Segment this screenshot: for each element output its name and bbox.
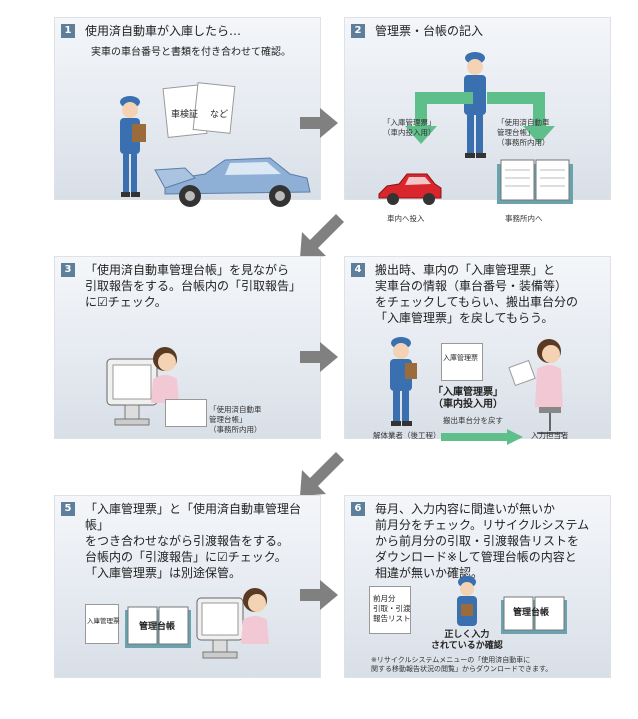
- worker-icon: [464, 52, 486, 158]
- check-caption: 正しく入力 されているか確認: [431, 630, 503, 651]
- step-text: 実車の車台番号と書類を付き合わせて確認。: [91, 47, 291, 58]
- flow-arrow-right-icon: [300, 342, 338, 372]
- step-number: 4: [351, 263, 365, 277]
- green-arrow-left: [405, 92, 473, 144]
- nyuko-form-doc-label: 入庫管理票: [443, 354, 478, 362]
- step-4-panel: 4 搬出時、車内の「入庫管理票」と 実車台の情報（車台番号・装備等） をチェック…: [344, 256, 611, 445]
- step-number: 3: [61, 263, 75, 277]
- return-label: 搬出車台分を戻す: [443, 416, 503, 425]
- ledger-book-icon: [501, 596, 567, 634]
- step-number: 1: [61, 24, 75, 38]
- flow-arrow-diagonal-icon: [300, 452, 344, 496]
- step-title: 「入庫管理票」と「使用済自動車管理台帳」 をつき合わせながら引渡報告をする。 台…: [85, 502, 302, 580]
- worker-icon: [457, 576, 477, 626]
- office-staff-icon: [535, 339, 563, 434]
- download-note: ※リサイクルシステムメニューの「使用済自動車に 関する移動報告状況の閲覧」からダ…: [371, 656, 553, 673]
- report-list-label: 前月分 引取・引渡 報告リスト: [373, 594, 411, 623]
- green-return-arrow-icon: [441, 429, 523, 445]
- ledger-book-label: 管理台帳: [139, 622, 176, 632]
- step-number: 5: [61, 502, 75, 516]
- nyuko-form-sheet: [441, 343, 483, 381]
- ledger-label: 「使用済自動車 管理台帳」 （事務所内用）: [497, 118, 550, 147]
- step-title: 搬出時、車内の「入庫管理票」と 実車台の情報（車台番号・装備等） をチェックして…: [375, 263, 579, 325]
- step-number: 6: [351, 502, 365, 516]
- step-1-panel: 1 使用済自動車が入庫したら… 実車の車台番号と書類を付き合わせて確認。 車検証…: [54, 17, 321, 207]
- step-title: 「使用済自動車管理台帳」を見ながら 引取報告をする。台帳内の「引取報告」 に☑チ…: [85, 263, 302, 309]
- flow-arrow-diagonal-icon: [300, 214, 344, 258]
- step-title: 毎月、入力内容に間違いが無いか 前月分をチェック。リサイクルシステム から前月分…: [375, 502, 590, 580]
- flow-arrow-right-icon: [300, 108, 338, 138]
- worker-holding-clipboard-icon: [390, 337, 417, 426]
- staff-label: 入力担当者: [531, 431, 569, 440]
- step-title: 使用済自動車が入庫したら…: [85, 24, 242, 38]
- nyuko-form-label: 「入庫管理票」 （車内投入用）: [383, 118, 436, 137]
- report-list-sheet: [369, 586, 411, 634]
- red-car-icon: [378, 173, 442, 205]
- nyuko-form-caption: 「入庫管理票」 （車内投入用）: [433, 387, 503, 410]
- worker-label: 解体業者（後工程）: [373, 431, 441, 440]
- shaken-label: 車検証: [171, 110, 199, 120]
- step-number: 2: [351, 24, 365, 38]
- ledger-book-label: 管理台帳: [513, 608, 550, 618]
- ledger-label: 「使用済自動車 管理台帳」 （事務所内用）: [209, 405, 262, 434]
- computer-monitor-icon: [106, 358, 158, 426]
- worker-holding-clipboard-icon: [120, 96, 146, 197]
- office-staff-icon: [151, 347, 179, 403]
- document-sheet: [192, 82, 236, 134]
- computer-monitor-icon: [196, 597, 244, 659]
- step-title: 管理票・台帳の記入: [375, 24, 484, 38]
- green-arrow-right: [487, 92, 555, 144]
- step-6-panel: 6 毎月、入力内容に間違いが無いか 前月分をチェック。リサイクルシステム から前…: [344, 495, 611, 678]
- step-3-panel: 3 「使用済自動車管理台帳」を見ながら 引取報告をする。台帳内の「引取報告」 に…: [54, 256, 321, 439]
- etc-label: など: [210, 110, 229, 120]
- office-staff-icon: [241, 588, 269, 644]
- ledger-book-icon: [125, 606, 191, 648]
- step-5-panel: 5 「入庫管理票」と「使用済自動車管理台帳」 をつき合わせながら引渡報告をする。…: [54, 495, 321, 678]
- into-car-label: 車内へ投入: [387, 214, 425, 223]
- step-2-panel: 2 管理票・台帳の記入 「入庫管理票」 （車内投入用） 「使用済自動車 管理台帳…: [344, 17, 611, 223]
- flow-arrow-right-icon: [300, 580, 338, 610]
- ledger-sheet: [165, 399, 207, 427]
- nyuko-form-doc-label: 入庫管理票: [87, 617, 120, 625]
- ledger-book-icon: [497, 159, 573, 204]
- to-office-label: 事務所内へ: [505, 214, 543, 223]
- car-icon: [154, 157, 311, 207]
- nyuko-form-sheet: [85, 604, 119, 644]
